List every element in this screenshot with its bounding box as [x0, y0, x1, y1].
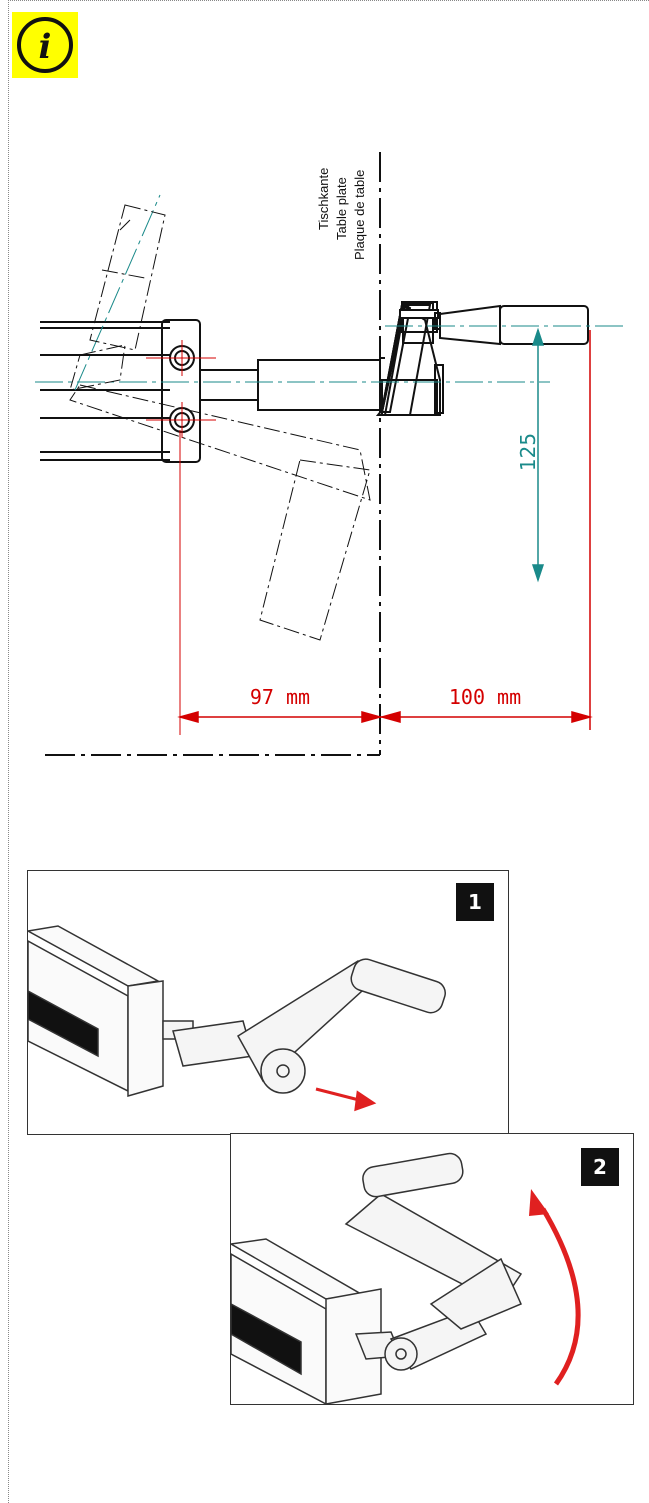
actuator-rail-2 — [228, 1238, 382, 1406]
crank-illustration-2 — [344, 1152, 523, 1371]
label-tischkante: Tischkante — [316, 168, 331, 230]
table-edge-labels: Tischkante Table plate Plaque de table — [316, 168, 367, 260]
crank-shaft — [199, 357, 385, 411]
dim-right-label: 100 mm — [449, 685, 521, 709]
dim-vertical-value: 125 — [516, 433, 540, 471]
step-1-illustration: 1 — [25, 870, 509, 1135]
rotate-arrow-head — [529, 1189, 549, 1216]
dim-left-label: 97 mm — [250, 685, 310, 709]
pull-out-arrow — [315, 1087, 377, 1112]
crank-illustration — [162, 958, 446, 1094]
info-icon: i — [12, 12, 78, 78]
centerlines — [35, 194, 625, 391]
crank-ghost-position — [69, 204, 371, 641]
label-table-plate: Table plate — [334, 177, 349, 240]
dim-horizontal — [177, 330, 593, 730]
step-2-illustration: 2 — [228, 1133, 634, 1406]
actuator-rail — [25, 925, 164, 1097]
step-1-badge: 1 — [456, 883, 494, 921]
technical-drawing: Tischkante Table plate Plaque de table — [30, 130, 630, 770]
info-icon-glyph: i — [39, 27, 52, 67]
label-plaque-de-table: Plaque de table — [352, 170, 367, 260]
crank-upper-arm — [383, 301, 589, 416]
actuator-body — [40, 319, 201, 463]
dim-vertical — [531, 327, 545, 583]
page-border — [8, 0, 649, 1503]
rotate-arrow — [540, 1207, 581, 1386]
step-2-badge: 2 — [581, 1148, 619, 1186]
